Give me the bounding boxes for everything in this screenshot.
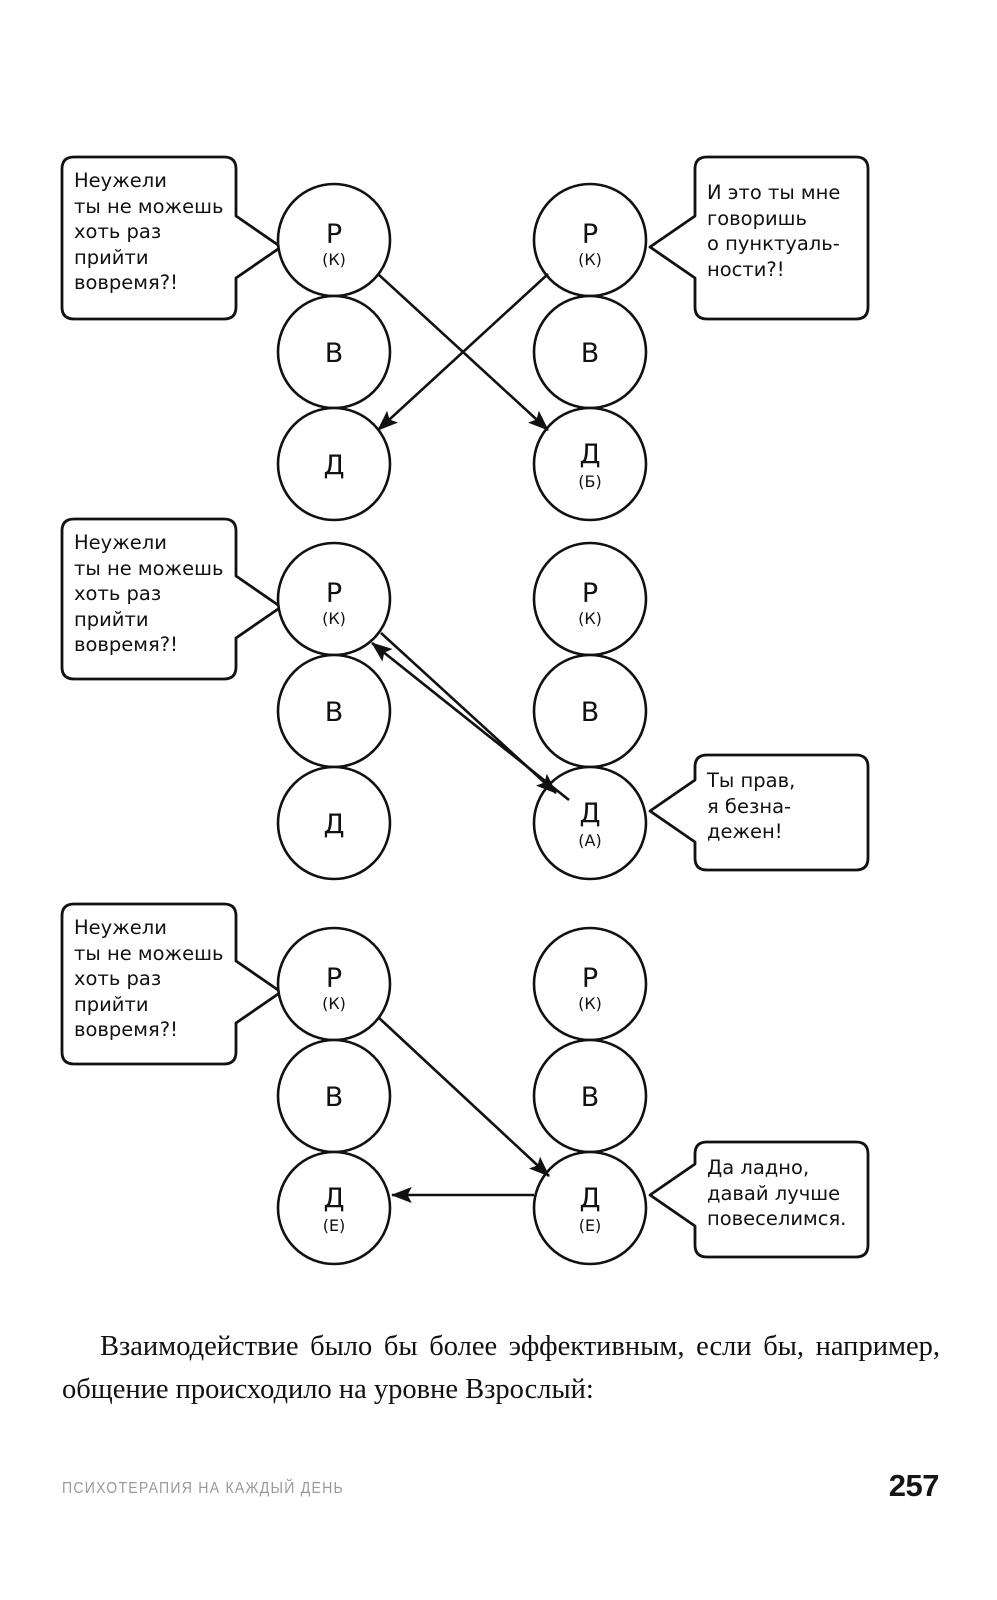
ego-label-adult-left-3: В xyxy=(325,1082,344,1113)
ego-label-adult-left-2: В xyxy=(325,697,344,728)
arrow-left-parent-to-right-child-3 xyxy=(377,1016,550,1177)
ego-sublabel-parent-left-2: (К) xyxy=(322,609,346,628)
ego-label-child-left-1: Д xyxy=(323,450,344,481)
speech-bubble-text-left-1: Неужели ты не можешь хоть раз прийти вов… xyxy=(74,169,224,294)
diagram-2: Р (К) В Д Р (К) В Д (А) xyxy=(60,517,870,881)
diagram-1: Р (К) В Д Р (К) В Д (Б) xyxy=(60,155,870,522)
arrow-right-child-to-left-parent-2 xyxy=(371,641,570,802)
ego-circle-child-right-3 xyxy=(532,1150,648,1266)
speech-bubble-text-left-2: Неужели ты не можешь хоть раз прийти вов… xyxy=(74,531,224,656)
ego-sublabel-parent-right-1: (К) xyxy=(578,250,602,269)
ego-label-child-right-1: Д xyxy=(579,439,600,470)
footer-page-number: 257 xyxy=(888,1468,940,1503)
ego-circle-child-right-1 xyxy=(532,406,648,522)
speech-bubble-left-1 xyxy=(60,155,283,321)
speech-bubble-text-right-3: Да ладно, давай лучше повеселимся. xyxy=(707,1156,847,1230)
ego-label-parent-right-1: Р xyxy=(582,219,598,250)
ego-label-adult-right-2: В xyxy=(581,697,600,728)
diagram-3: Р (К) В Д (Е) Р (К) В Д (Е) xyxy=(60,902,870,1266)
ego-circle-child-left-1 xyxy=(276,406,392,522)
speech-bubble-text-right-1: И это ты мне говоришь о пунктуаль- ности… xyxy=(707,181,841,281)
speech-bubble-right-1 xyxy=(648,155,870,321)
ego-sublabel-parent-right-2: (К) xyxy=(578,609,602,628)
ego-label-parent-left-2: Р xyxy=(326,578,342,609)
ego-label-adult-right-3: В xyxy=(581,1082,600,1113)
ego-sublabel-parent-left-1: (К) xyxy=(322,250,346,269)
ego-label-adult-left-1: В xyxy=(325,338,344,369)
ego-label-child-left-3: Д xyxy=(323,1183,344,1214)
ego-sublabel-child-right-1: (Б) xyxy=(578,472,601,491)
ego-sublabel-parent-right-3: (К) xyxy=(578,994,602,1013)
ego-circle-child-left-2 xyxy=(276,765,392,881)
ego-label-parent-left-3: Р xyxy=(326,963,342,994)
ego-label-child-left-2: Д xyxy=(323,809,344,840)
ego-label-parent-right-3: Р xyxy=(582,963,598,994)
footer-book-title: ПСИХОТЕРАПИЯ НА КАЖДЫЙ ДЕНЬ xyxy=(62,1480,344,1497)
speech-bubble-left-2 xyxy=(60,517,283,681)
arrow-right-parent-to-left-child-1 xyxy=(377,273,549,431)
ego-label-child-right-3: Д xyxy=(579,1183,600,1214)
speech-bubble-text-right-2: Ты прав, я безна- дежен! xyxy=(707,769,796,843)
body-paragraph: Взаимодействие было бы более эффективным… xyxy=(62,1330,940,1405)
ego-sublabel-child-right-2: (А) xyxy=(578,831,601,850)
ego-sublabel-parent-left-3: (К) xyxy=(322,994,346,1013)
speech-bubble-right-2 xyxy=(648,753,870,872)
ego-sublabel-child-left-3: (Е) xyxy=(323,1216,346,1235)
speech-bubble-left-3 xyxy=(60,902,283,1066)
ego-label-adult-right-1: В xyxy=(581,338,600,369)
speech-bubble-text-left-3: Неужели ты не можешь хоть раз прийти вов… xyxy=(74,916,224,1041)
ego-sublabel-child-right-3: (Е) xyxy=(579,1216,602,1235)
ego-label-child-right-2: Д xyxy=(579,798,600,829)
ego-label-parent-right-2: Р xyxy=(582,578,598,609)
ego-label-parent-left-1: Р xyxy=(326,219,342,250)
ego-circle-child-left-3 xyxy=(276,1150,392,1266)
speech-bubble-right-3 xyxy=(648,1140,870,1259)
